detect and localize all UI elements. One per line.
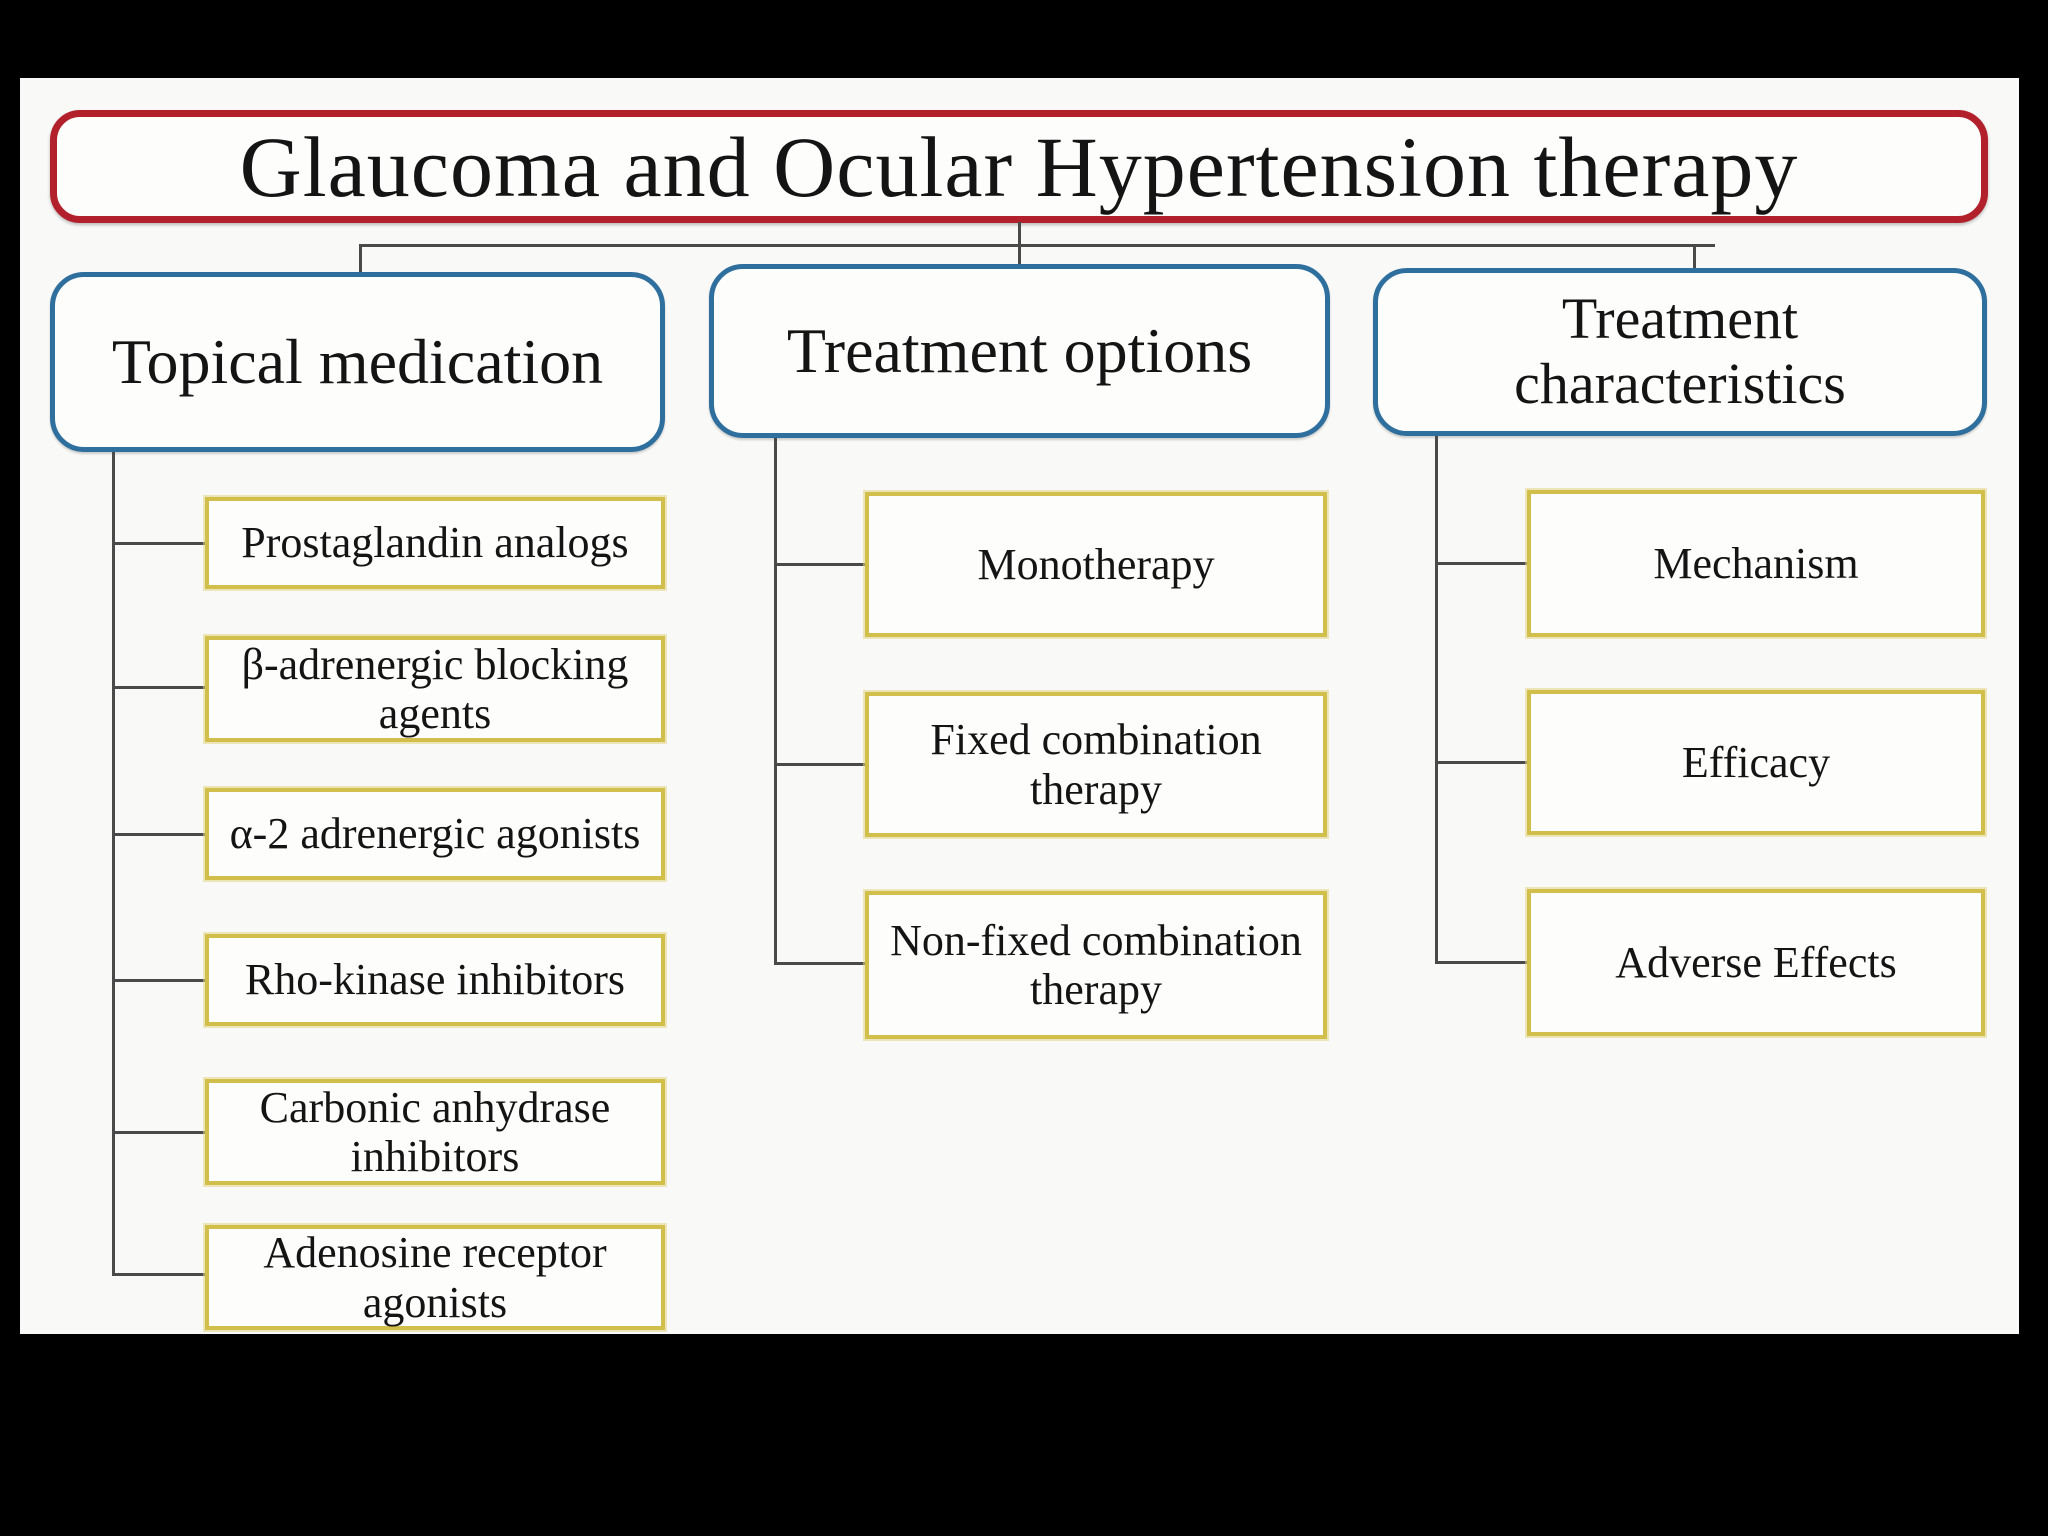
item-label: Non-fixed combination therapy	[890, 915, 1302, 1014]
header-label: Treatment characteristics	[1514, 286, 1846, 416]
connector-branch	[112, 979, 205, 982]
connector-branch	[1435, 961, 1527, 964]
item-monotherapy: Monotherapy	[865, 492, 1327, 637]
connector-branch	[1435, 562, 1527, 565]
header-topical-medication: Topical medication	[50, 272, 665, 452]
item-label: Rho-kinase inhibitors	[244, 955, 626, 1005]
item-carbonic-anhydrase-inhibitors: Carbonic anhydrase inhibitors	[205, 1079, 665, 1185]
item-label: Monotherapy	[977, 539, 1215, 589]
connector-branch	[774, 962, 865, 965]
item-rho-kinase-inhibitors: Rho-kinase inhibitors	[205, 934, 665, 1026]
diagram-title: Glaucoma and Ocular Hypertension therapy	[239, 118, 1799, 215]
item-prostaglandin-analogs: Prostaglandin analogs	[205, 497, 665, 589]
connector-trunk-left	[112, 452, 115, 1275]
connector-branch	[112, 1273, 205, 1276]
item-label: β-adrenergic blocking agents	[241, 639, 629, 738]
item-label: Carbonic anhydrase inhibitors	[259, 1082, 611, 1181]
item-label: Adverse Effects	[1615, 937, 1897, 987]
item-alpha-2-adrenergic-agonists: α-2 adrenergic agonists	[205, 788, 665, 880]
item-label: α-2 adrenergic agonists	[229, 809, 641, 859]
item-efficacy: Efficacy	[1527, 690, 1985, 835]
connector-trunk-middle	[774, 438, 777, 965]
connector-branch	[774, 763, 865, 766]
connector-trunk-right	[1435, 436, 1438, 963]
item-adverse-effects: Adverse Effects	[1527, 889, 1985, 1036]
item-label: Adenosine receptor agonists	[263, 1228, 607, 1327]
header-treatment-options: Treatment options	[709, 264, 1330, 438]
connector-stub-right	[1693, 244, 1696, 270]
header-treatment-characteristics: Treatment characteristics	[1373, 268, 1987, 436]
connector-branch	[112, 1131, 205, 1134]
header-label: Topical medication	[111, 326, 604, 398]
item-label: Fixed combination therapy	[930, 715, 1262, 814]
header-label: Treatment options	[786, 315, 1253, 387]
connector-top-horizontal	[359, 244, 1715, 247]
item-label: Efficacy	[1681, 737, 1831, 787]
connector-branch	[112, 686, 205, 689]
diagram-background: Glaucoma and Ocular Hypertension therapy…	[20, 78, 2019, 1334]
item-beta-adrenergic-blocking-agents: β-adrenergic blocking agents	[205, 636, 665, 742]
item-mechanism: Mechanism	[1527, 490, 1985, 637]
item-fixed-combination-therapy: Fixed combination therapy	[865, 692, 1327, 837]
item-adenosine-receptor-agonists: Adenosine receptor agonists	[205, 1225, 665, 1330]
title-box: Glaucoma and Ocular Hypertension therapy	[50, 110, 1988, 223]
item-label: Prostaglandin analogs	[241, 518, 629, 568]
connector-branch	[112, 542, 205, 545]
connector-branch	[112, 833, 205, 836]
connector-branch	[1435, 761, 1527, 764]
item-non-fixed-combination-therapy: Non-fixed combination therapy	[865, 891, 1327, 1039]
connector-branch	[774, 563, 865, 566]
item-label: Mechanism	[1653, 538, 1859, 588]
connector-stub-left	[359, 244, 362, 274]
